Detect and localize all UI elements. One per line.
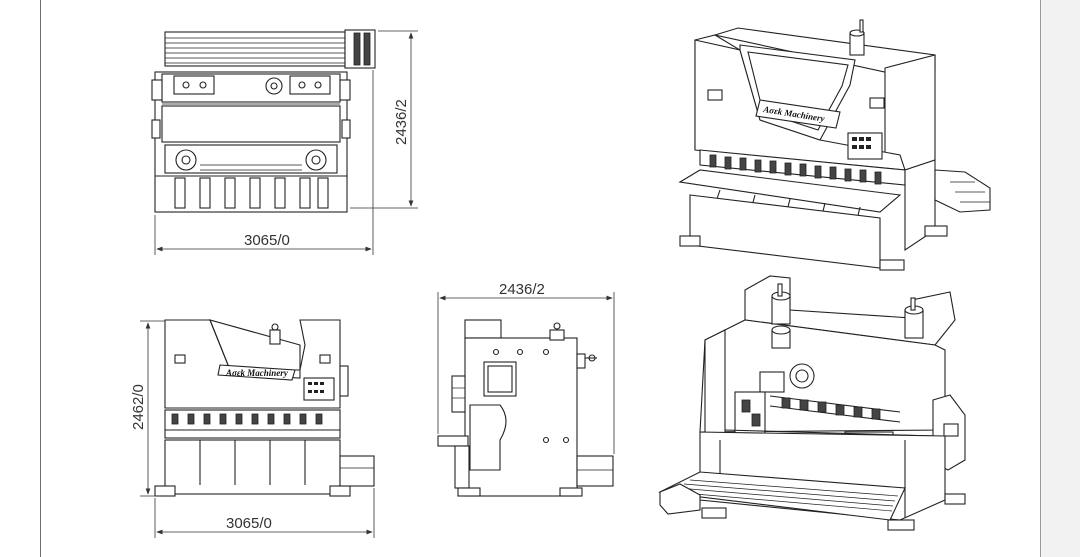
dimension-front-top-width: 3065/0 [154,70,374,255]
dimension-front-bottom-height: 2462/0 [130,320,165,497]
front-view-top [151,29,376,213]
brand-plate-front: Ασεk Μachinery [225,368,289,378]
dim-label-front-top-height: 2436/2 [393,99,410,145]
sheet-right-margin [1040,0,1080,557]
dim-label-front-bottom-width: 3065/0 [226,515,272,532]
dim-label-front-top-width: 3065/0 [244,232,290,249]
sheet-left-margin [0,0,41,557]
side-view [437,319,614,497]
dim-label-front-bottom-height: 2462/0 [130,384,147,430]
dimension-side-width: 2436/2 [437,281,615,454]
front-view-bottom: Ασεk Μachinery [154,319,375,497]
isometric-view-rear [658,275,966,531]
isometric-view-front: Ασεk Μachinery [678,19,991,271]
dim-label-side-width: 2436/2 [499,281,545,298]
dimension-front-top-height: 2436/2 [350,30,418,209]
dimension-front-bottom-width: 3065/0 [154,488,375,538]
